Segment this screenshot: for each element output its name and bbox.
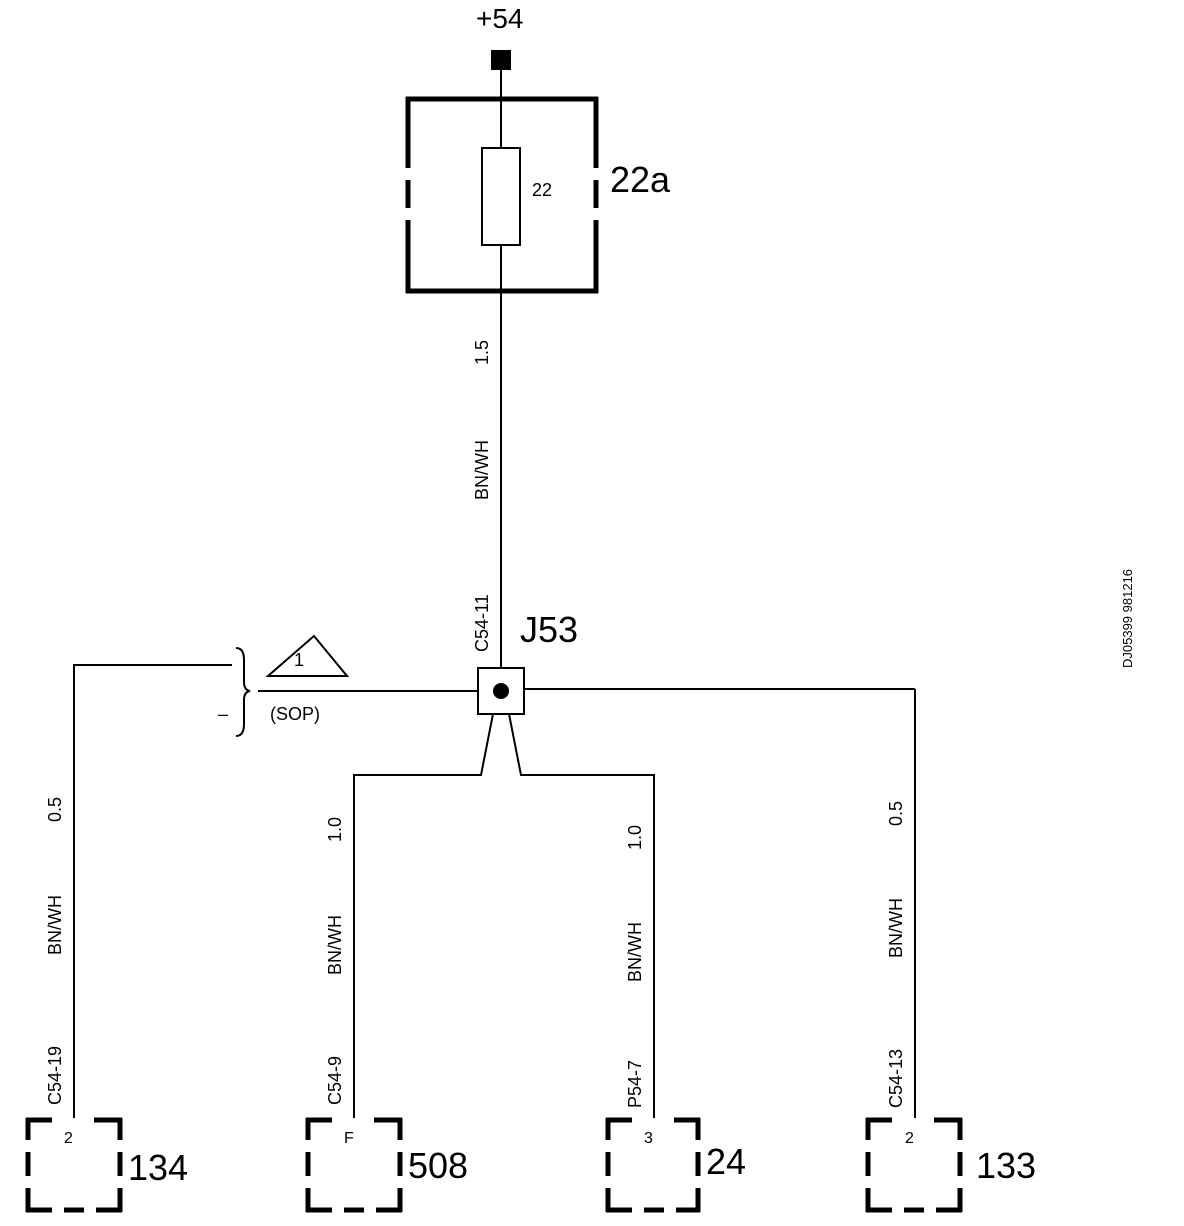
branch-133-size: 0.5 (886, 801, 906, 826)
feed-wire-size: 1.5 (472, 340, 492, 365)
connector-508 (305, 1117, 403, 1213)
terminal-134: 2 (64, 1130, 73, 1147)
junction-pin: C54-11 (472, 594, 492, 652)
supply-label: +54 (476, 3, 524, 34)
junction-id: J53 (520, 609, 578, 650)
fork-right (508, 713, 655, 1118)
branch-134-color: BN/WH (45, 895, 65, 955)
branch-133-pin: C54-13 (886, 1049, 906, 1108)
branch-134-size: 0.5 (45, 797, 65, 822)
branch-508-color: BN/WH (325, 915, 345, 975)
branch-133-color: BN/WH (886, 898, 906, 958)
feed-wire-color: BN/WH (472, 440, 492, 500)
branch-wire-134 (73, 664, 232, 1118)
fuse-box-id: 22a (610, 159, 671, 200)
supply-terminal (491, 50, 511, 70)
branch-508-pin: C54-9 (325, 1056, 345, 1105)
component-508: 508 (408, 1145, 468, 1186)
note-triangle (265, 634, 350, 677)
branch-24-color: BN/WH (625, 922, 645, 982)
connector-24 (605, 1117, 701, 1213)
terminal-24: 3 (644, 1130, 653, 1147)
connector-134 (25, 1117, 123, 1213)
component-133: 133 (976, 1145, 1036, 1186)
branch-508-size: 1.0 (325, 817, 345, 842)
note-number: 1 (294, 650, 304, 670)
option-brace (235, 647, 251, 737)
component-24: 24 (706, 1141, 746, 1182)
note-text: (SOP) (270, 704, 320, 724)
branch-24-size: 1.0 (625, 825, 645, 850)
branch-24-pin: P54-7 (625, 1060, 645, 1108)
terminal-508: F (344, 1130, 354, 1147)
fork-left (353, 713, 494, 1118)
junction-node (493, 683, 509, 699)
component-134: 134 (128, 1147, 188, 1188)
fuse-element (481, 147, 521, 246)
terminal-133: 2 (905, 1130, 914, 1147)
connector-133 (865, 1117, 963, 1213)
branch-134-pin: C54-19 (45, 1046, 65, 1105)
fuse-number: 22 (532, 180, 552, 200)
document-id: DJ05399 981216 (1120, 569, 1135, 668)
option-dash: – (218, 704, 228, 724)
